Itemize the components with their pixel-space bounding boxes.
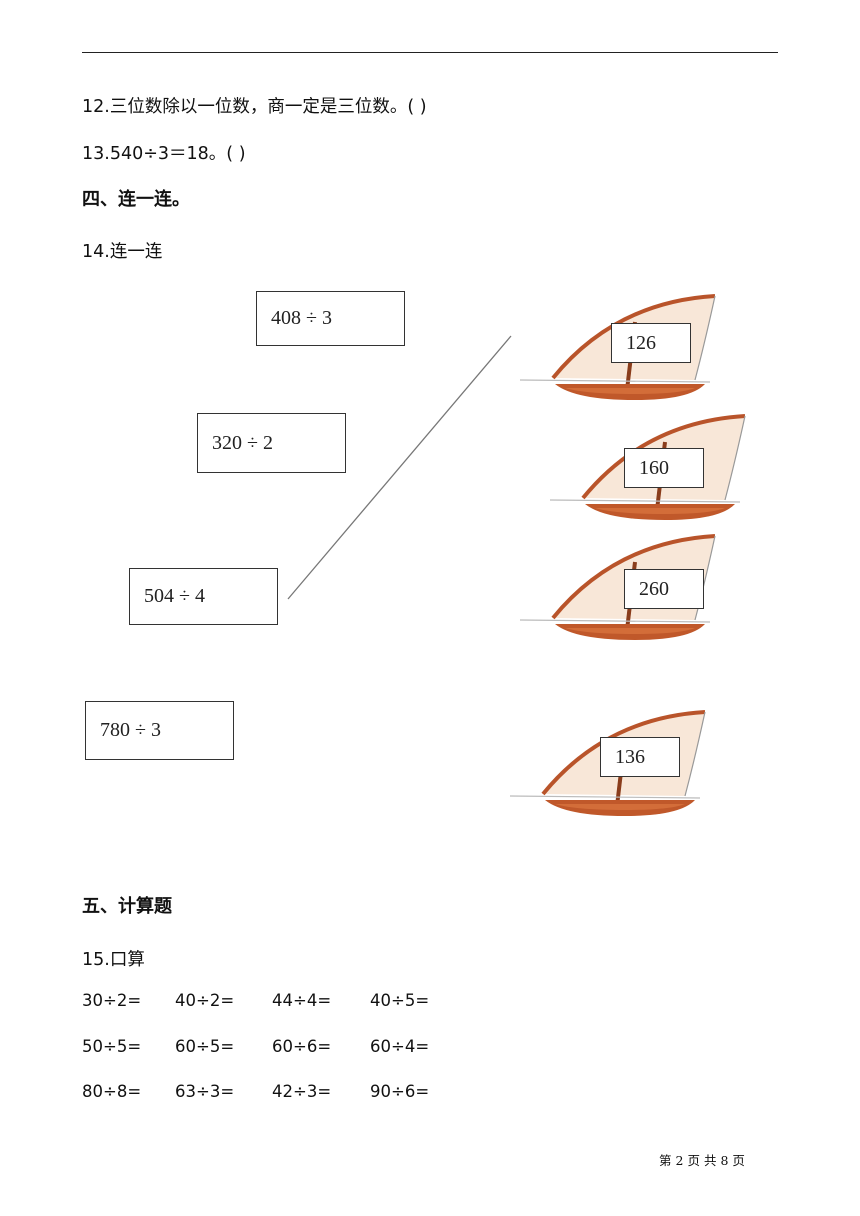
- question-13: 13.540÷3＝18。( ): [82, 144, 246, 164]
- footer-mid: 页 共: [687, 1153, 717, 1168]
- answer-label: 160: [639, 456, 669, 479]
- expression-box-4: 780 ÷ 3: [85, 701, 234, 760]
- question-14-title: 14.连一连: [82, 242, 163, 262]
- header-rule: [82, 52, 778, 53]
- calc-item: 60÷6=: [272, 1037, 332, 1056]
- calc-item: 90÷6=: [370, 1082, 430, 1101]
- expression-label: 408 ÷ 3: [271, 307, 332, 329]
- calc-item: 40÷2=: [175, 991, 235, 1010]
- expression-box-1: 408 ÷ 3: [256, 291, 405, 346]
- answer-box-1: 126: [611, 323, 691, 363]
- calc-item: 50÷5=: [82, 1037, 142, 1056]
- question-15-title: 15.口算: [82, 950, 145, 970]
- answer-label: 260: [639, 577, 669, 600]
- footer-page-number: 2: [675, 1153, 684, 1168]
- answer-box-3: 260: [624, 569, 704, 609]
- calc-item: 60÷4=: [370, 1037, 430, 1056]
- calc-item: 80÷8=: [82, 1082, 142, 1101]
- calc-item: 30÷2=: [82, 991, 142, 1010]
- calc-item: 63÷3=: [175, 1082, 235, 1101]
- answer-box-2: 160: [624, 448, 704, 488]
- expression-label: 504 ÷ 4: [144, 585, 205, 607]
- answer-label: 126: [626, 331, 656, 354]
- calc-item: 60÷5=: [175, 1037, 235, 1056]
- footer-suffix: 页: [732, 1153, 745, 1168]
- expression-label: 780 ÷ 3: [100, 719, 161, 741]
- section-5-title: 五、计算题: [82, 896, 172, 917]
- expression-label: 320 ÷ 2: [212, 431, 273, 454]
- answer-box-4: 136: [600, 737, 680, 777]
- question-12: 12.三位数除以一位数，商一定是三位数。( ): [82, 97, 427, 117]
- footer-prefix: 第: [659, 1153, 672, 1168]
- expression-box-2: 320 ÷ 2: [197, 413, 346, 473]
- calc-item: 44÷4=: [272, 991, 332, 1010]
- calc-item: 40÷5=: [370, 991, 430, 1010]
- section-4-title: 四、连一连。: [82, 189, 190, 210]
- footer-total-pages: 8: [720, 1153, 729, 1168]
- calc-item: 42÷3=: [272, 1082, 332, 1101]
- answer-label: 136: [615, 745, 645, 768]
- expression-box-3: 504 ÷ 4: [129, 568, 278, 625]
